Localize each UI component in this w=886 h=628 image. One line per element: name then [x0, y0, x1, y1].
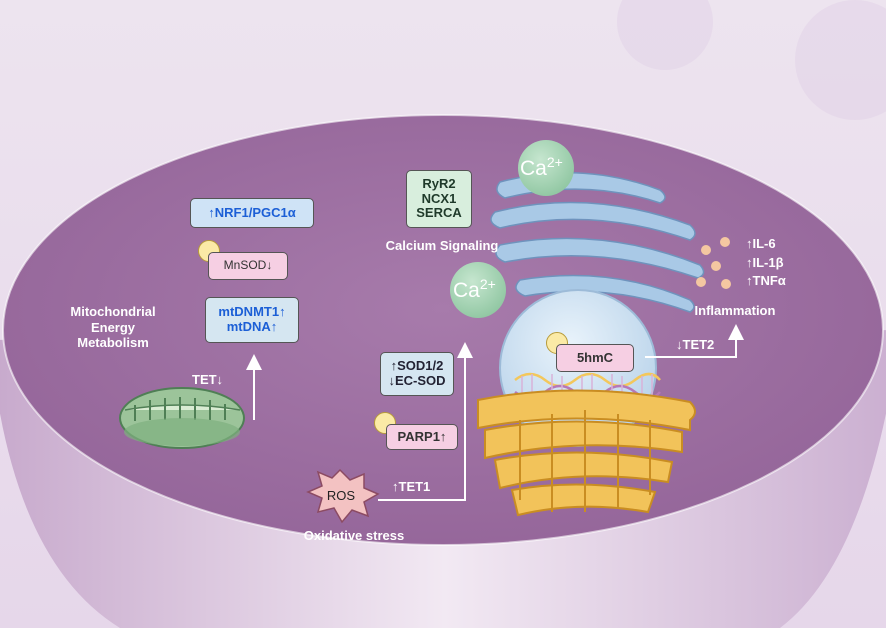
sod-box: ↑SOD1/2 ↓EC-SOD [380, 352, 454, 396]
parp1-text: PARP1↑ [397, 428, 447, 444]
mito-energy-label: Mitochondrial Energy Metabolism [70, 304, 156, 351]
nrf1-pgc1a-text: ↑NRF1/PGC1α [208, 204, 296, 220]
mtdnmt1-text: mtDNMT1↑ [218, 304, 286, 320]
5hmc-text: 5hmC [576, 349, 614, 365]
calcium-symbol: Ca [453, 279, 480, 302]
ryr2-text: RyR2 [422, 175, 456, 191]
cytokine-il1b: ↑IL-1β [746, 255, 784, 270]
parp1-box: PARP1↑ [386, 424, 458, 450]
tet1-up-label: ↑TET1 [392, 479, 431, 494]
serca-text: SERCA [416, 205, 462, 221]
oxidative-stress-label: Oxidative stress [303, 528, 405, 543]
cytokine-il6: ↑IL-6 [746, 236, 776, 251]
ncx1-text: NCX1 [421, 190, 457, 206]
sod12-text: ↑SOD1/2 [390, 358, 444, 374]
mnsod-text: MnSOD↓ [223, 258, 273, 273]
cytokine-tnfa: ↑TNFα [746, 273, 786, 288]
ecsod-text: ↓EC-SOD [388, 373, 446, 388]
calcium-symbol: Ca [520, 157, 547, 180]
inflammation-label: Inflammation [694, 303, 776, 318]
calcium-signaling-label: Calcium Signaling [385, 238, 499, 253]
mtdnmt1-box: mtDNMT1↑ mtDNA↑ [205, 297, 299, 343]
calcium-charge: 2+ [546, 154, 563, 170]
calcium-channels-box: RyR2 NCX1 SERCA [406, 170, 472, 228]
ros-label: ROS [326, 488, 356, 503]
calcium-ion-top: Ca2+ [520, 154, 563, 181]
nrf1-pgc1a-box: ↑NRF1/PGC1α [190, 198, 314, 228]
calcium-ion-bottom: Ca2+ [453, 276, 496, 303]
mnsod-box: MnSOD↓ [208, 252, 288, 280]
calcium-charge: 2+ [479, 276, 496, 292]
mtdna-text: mtDNA↑ [226, 319, 278, 334]
tet-down-label: TET↓ [192, 372, 224, 387]
tet2-down-label: ↓TET2 [676, 337, 715, 352]
5hmc-box: 5hmC [556, 344, 634, 372]
